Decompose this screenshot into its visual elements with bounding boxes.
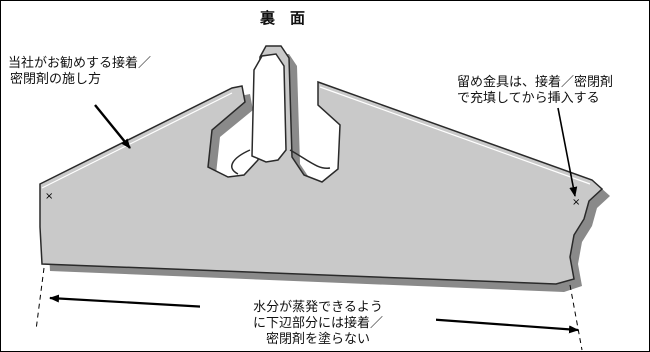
bottom-note-line-1: 水分が蒸発できるよう	[253, 300, 383, 315]
panel-body	[39, 45, 604, 285]
right-callout-line-1: 留め金具は、接着／密閉剤	[457, 75, 614, 90]
right-callout-label: 留め金具は、接着／密閉剤 で充填してから挿入する	[457, 75, 613, 107]
panel-bevel-left	[41, 92, 233, 189]
dimension-arrow-left	[49, 294, 226, 310]
left-callout-label: 当社がお勧めする接着／ 密閉剤の施し方	[8, 56, 151, 88]
scroll-cutout	[251, 53, 287, 163]
scroll-cutout-left-curl	[231, 149, 251, 175]
bottom-note-line-3: 密閉剤を塗らない	[265, 332, 370, 347]
right-callout-arrow	[557, 107, 578, 197]
bottom-note-label: 水分が蒸発できるよう に下辺部分には接着／ 密閉剤を塗らない	[200, 300, 436, 348]
dimension-extension-left	[35, 267, 45, 331]
dimension-arrow-right	[411, 316, 579, 334]
fastener-mark-left: ×	[45, 191, 53, 202]
diagram-title: 裏 面	[260, 9, 306, 27]
left-callout-line-2: 密閉剤の施し方	[10, 72, 102, 87]
left-callout-arrow	[94, 104, 131, 149]
panel-bevel-right	[319, 86, 591, 185]
bottom-note-line-2: に下辺部分には接着／	[252, 316, 383, 331]
dimension-extension-right	[569, 284, 583, 351]
scroll-cutout-right-curl	[289, 149, 331, 169]
fastener-mark-right: ×	[572, 197, 580, 208]
right-callout-line-2: で充填してから挿入する	[457, 91, 600, 106]
left-callout-line-1: 当社がお勧めする接着／	[8, 56, 152, 71]
